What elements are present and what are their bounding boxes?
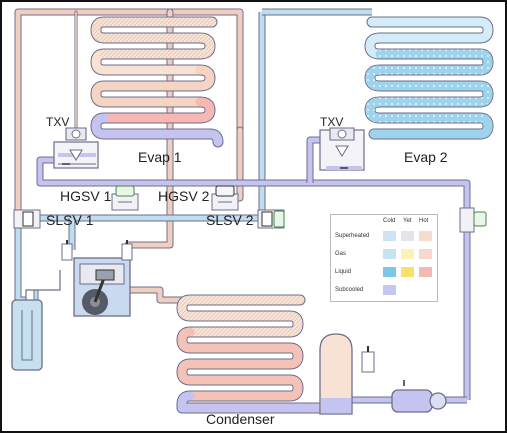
hgsv-2-valve	[211, 185, 239, 211]
swatch-liquid-cold	[383, 267, 396, 277]
swatch-gas-yet	[401, 249, 414, 259]
condenser-coil	[176, 294, 336, 414]
swatch-liquid-hot	[419, 267, 432, 277]
slsv-1-valve	[13, 209, 41, 229]
legend-col-yet: Yet	[403, 218, 412, 224]
suction-service-valve	[61, 240, 73, 261]
txv-2-label: TXV	[320, 115, 344, 129]
slsv-2-label: SLSV 2	[206, 212, 254, 228]
compressor	[61, 240, 133, 317]
evap-1-label: Evap 1	[138, 149, 182, 165]
swatch-subcooled	[383, 285, 396, 295]
evaporator-1-coil	[90, 16, 224, 148]
legend-col-cold: Cold	[383, 218, 396, 224]
legend-row-subcooled: Subcooled	[335, 287, 364, 293]
condenser-label: Condenser	[206, 411, 275, 427]
legend-col-hot: Hot	[419, 218, 429, 224]
hgsv-1-label: HGSV 1	[60, 188, 112, 204]
discharge-service-valve	[121, 240, 133, 261]
hgsv-1-valve	[111, 185, 139, 211]
txv-1-valve	[53, 127, 99, 169]
king-valve	[361, 346, 375, 373]
evaporator-2-coil	[364, 16, 494, 140]
slsv-1-label: SLSV 1	[46, 212, 94, 228]
hgsv-2-label: HGSV 2	[158, 188, 210, 204]
swatch-gas-cold	[383, 249, 396, 259]
state-legend: Cold Yet Hot Superheated Gas Liquid Subc…	[330, 214, 438, 302]
legend-row-superheated: Superheated	[335, 233, 370, 239]
swatch-gas-hot	[419, 249, 432, 259]
filter-drier	[391, 380, 447, 413]
txv-2-valve	[319, 127, 365, 171]
receiver	[319, 333, 353, 415]
swatch-superheated-hot	[419, 231, 432, 241]
slsv-2-valve	[257, 209, 285, 229]
txv-1-label: TXV	[46, 115, 70, 129]
accumulator	[11, 270, 61, 371]
swatch-superheated-cold	[383, 231, 396, 241]
legend-row-gas: Gas	[335, 251, 347, 257]
evap-2-label: Evap 2	[404, 149, 448, 165]
legend-row-liquid: Liquid	[335, 269, 352, 275]
swatch-superheated-yet	[401, 231, 414, 241]
liquid-line-solenoid	[459, 207, 487, 233]
swatch-liquid-yet	[401, 267, 414, 277]
